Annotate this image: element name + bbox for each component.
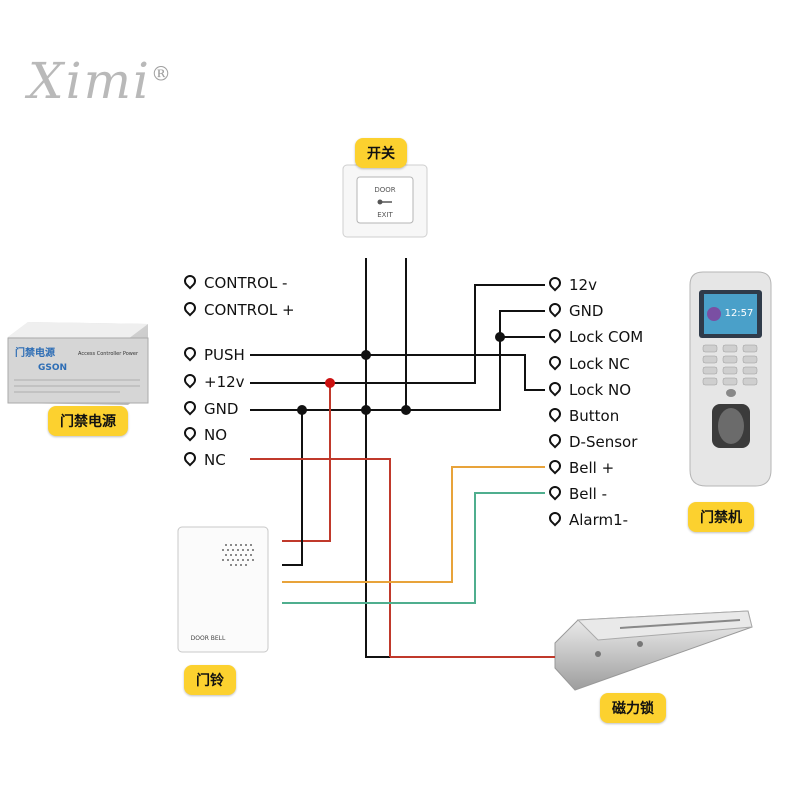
- switch-face-top: DOOR: [374, 186, 395, 194]
- power-brand-cn: 门禁电源: [15, 346, 55, 359]
- terminal-label: CONTROL +: [204, 301, 295, 319]
- terminal-label: +12v: [204, 373, 245, 391]
- terminal-label: Alarm1-: [569, 511, 629, 529]
- power-brand: GSON: [38, 363, 67, 373]
- power-panel-title: Access Controller Power: [78, 351, 139, 357]
- terminal-label: GND: [204, 400, 239, 418]
- pin-marker-icon: [546, 457, 564, 475]
- pin-marker-icon: [181, 344, 199, 362]
- power-terminal-no: NO: [181, 424, 228, 444]
- terminal-label: NO: [204, 426, 228, 444]
- controller-terminal-alarm1-minus: Alarm1-: [546, 509, 629, 529]
- terminal-label: PUSH: [204, 346, 245, 364]
- registered-mark: ®: [151, 61, 173, 86]
- controller-terminal-gnd: GND: [546, 300, 604, 320]
- logo-text: Ximi: [28, 52, 151, 110]
- pin-marker-icon: [181, 272, 199, 290]
- junctions: [297, 332, 505, 415]
- pin-marker-icon: [546, 483, 564, 501]
- power-terminal-nc: NC: [181, 449, 226, 469]
- label-exit-switch: 开关: [355, 138, 407, 168]
- pin-marker-icon: [546, 300, 564, 318]
- terminal-label: CONTROL -: [204, 274, 288, 292]
- label-mag-lock: 磁力锁: [600, 693, 666, 723]
- access-controller: 12:57: [689, 271, 772, 487]
- terminal-label: Bell -: [569, 485, 608, 503]
- terminal-label: Lock NO: [569, 381, 631, 399]
- switch-face-bottom: EXIT: [377, 211, 393, 219]
- power-supply-box: 门禁电源 GSON Access Controller Power: [7, 322, 149, 405]
- bell-face-text: DOOR BELL: [191, 635, 226, 642]
- pin-marker-icon: [546, 274, 564, 292]
- terminal-label: Lock NC: [569, 355, 630, 373]
- controller-terminal-12v: 12v: [546, 274, 597, 294]
- door-bell: DOOR BELL: [177, 526, 269, 653]
- controller-terminal-bell-minus: Bell -: [546, 483, 608, 503]
- label-power-supply: 门禁电源: [48, 406, 128, 436]
- controller-terminal-d-sensor: D-Sensor: [546, 431, 638, 451]
- power-terminal-control-plus: CONTROL +: [181, 299, 295, 319]
- label-access-controller: 门禁机: [688, 502, 754, 532]
- controller-terminal-button: Button: [546, 405, 620, 425]
- exit-switch: DOOR EXIT: [342, 164, 428, 238]
- wires: [250, 258, 555, 658]
- pin-marker-icon: [546, 431, 564, 449]
- pin-marker-icon: [546, 379, 564, 397]
- terminal-label: NC: [204, 451, 226, 469]
- controller-terminal-lock-com: Lock COM: [546, 326, 644, 346]
- terminal-label: D-Sensor: [569, 433, 638, 451]
- pin-marker-icon: [181, 371, 199, 389]
- pin-marker-icon: [546, 405, 564, 423]
- controller-terminal-lock-no: Lock NO: [546, 379, 631, 399]
- brand-logo: Ximi®: [28, 52, 173, 110]
- terminal-label: Lock COM: [569, 328, 644, 346]
- magnetic-lock: [554, 610, 753, 691]
- pin-marker-icon: [546, 353, 564, 371]
- terminal-label: Bell +: [569, 459, 615, 477]
- pin-marker-icon: [181, 398, 199, 416]
- pin-marker-icon: [181, 424, 199, 442]
- controller-terminal-lock-nc: Lock NC: [546, 353, 630, 373]
- terminal-label: GND: [569, 302, 604, 320]
- power-terminal-gnd: GND: [181, 398, 239, 418]
- pin-marker-icon: [181, 299, 199, 317]
- pin-marker-icon: [181, 449, 199, 467]
- power-terminal-push: PUSH: [181, 344, 245, 364]
- controller-screen-time: 12:57: [725, 308, 754, 319]
- pin-marker-icon: [546, 326, 564, 344]
- controller-terminal-bell-plus: Bell +: [546, 457, 615, 477]
- terminal-label: 12v: [569, 276, 597, 294]
- power-terminal-12v: +12v: [181, 371, 245, 391]
- pin-marker-icon: [546, 509, 564, 527]
- terminal-label: Button: [569, 407, 620, 425]
- power-terminal-control-minus: CONTROL -: [181, 272, 288, 292]
- label-door-bell: 门铃: [184, 665, 236, 695]
